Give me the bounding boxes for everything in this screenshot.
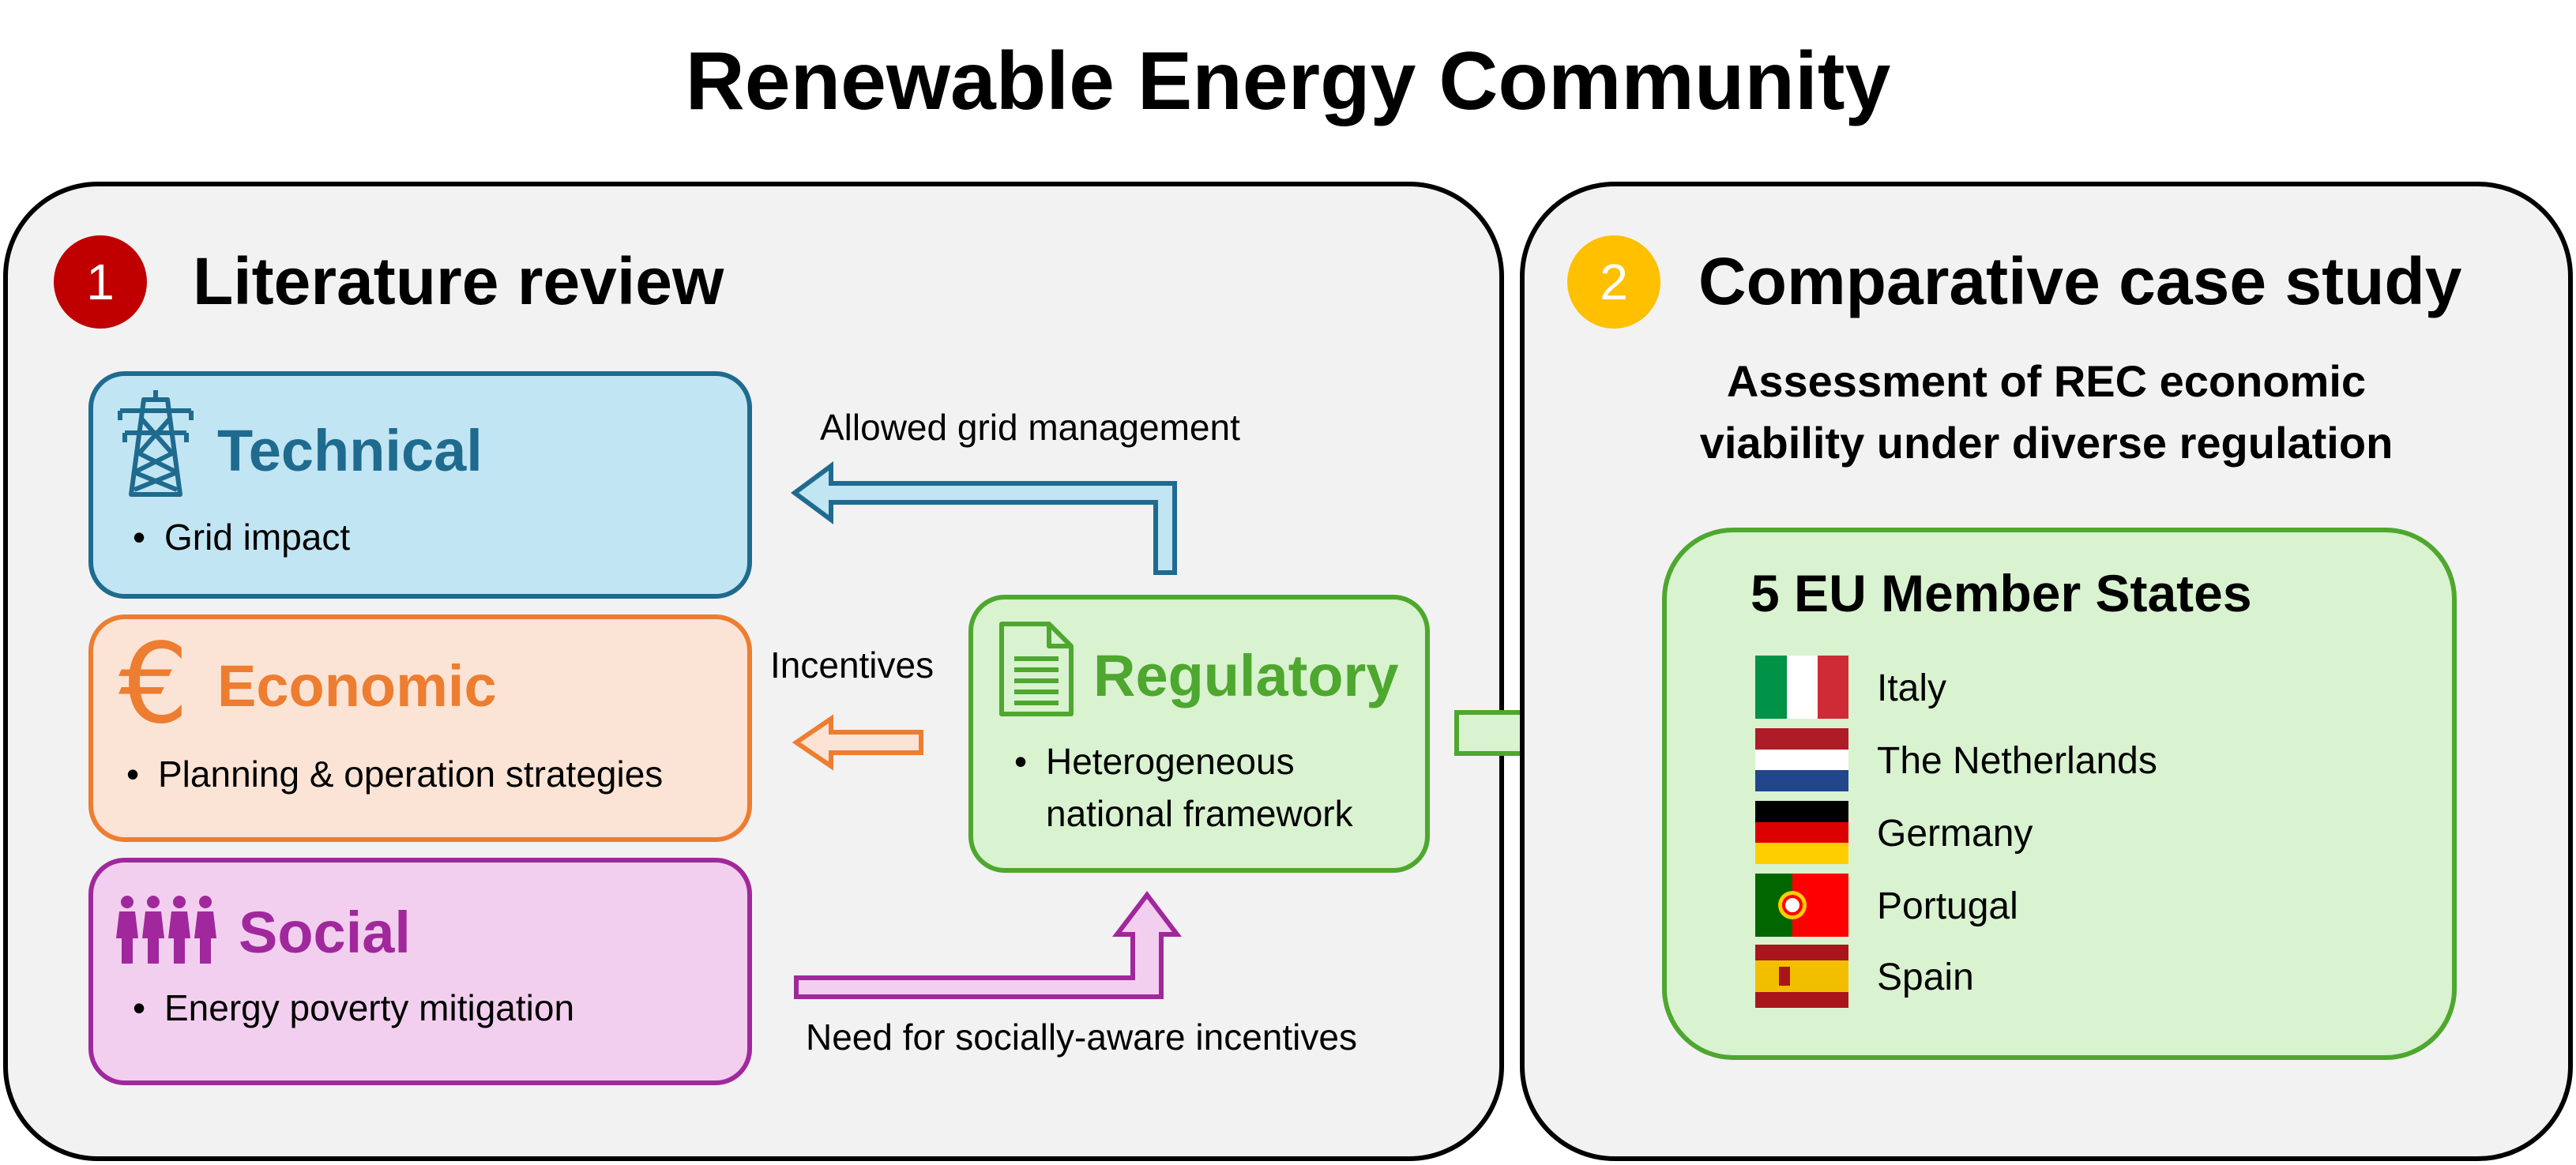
- label-socially-aware-incentives: Need for socially-aware incentives: [806, 1017, 1357, 1058]
- bullet-dot: •: [133, 987, 146, 1028]
- portugal-flag-icon: [1755, 874, 1848, 937]
- euro-icon: €: [118, 620, 190, 749]
- label-incentives: Incentives: [770, 645, 935, 686]
- social-bullet: • Energy poverty mitigation: [133, 983, 574, 1033]
- country-italy: Italy: [1877, 667, 1947, 709]
- assessment-subtitle-line2: viability under diverse regulation: [1699, 418, 2394, 468]
- bullet-dot: •: [133, 517, 146, 558]
- technical-title: Technical: [217, 418, 483, 483]
- social-bullet-text: Energy poverty mitigation: [164, 987, 575, 1028]
- country-netherlands: The Netherlands: [1877, 740, 2157, 782]
- italy-flag-icon: [1755, 656, 1848, 719]
- technical-bullet: • Grid impact: [133, 512, 350, 562]
- assessment-subtitle-line1: Assessment of REC economic: [1726, 356, 2367, 406]
- economic-bullet-text: Planning & operation strategies: [158, 753, 664, 795]
- regulatory-title: Regulatory: [1093, 643, 1399, 708]
- economic-title: Economic: [217, 653, 497, 719]
- label-allowed-grid-management: Allowed grid management: [820, 407, 1240, 448]
- people-group-icon: [116, 896, 216, 964]
- comparative-case-study-title: Comparative case study: [1698, 244, 2462, 318]
- spain-flag-icon: [1755, 945, 1848, 1008]
- technical-bullet-text: Grid impact: [164, 517, 351, 558]
- document-icon: [999, 622, 1074, 716]
- country-germany: Germany: [1877, 813, 2033, 855]
- step-1-badge: 1: [54, 235, 147, 329]
- regulatory-bullet: • Heterogeneous: [1014, 736, 1295, 787]
- regulatory-bullet-line1: Heterogeneous: [1046, 741, 1295, 782]
- social-title: Social: [239, 900, 411, 965]
- country-portugal: Portugal: [1877, 885, 2018, 927]
- step-2-badge: 2: [1567, 235, 1660, 329]
- literature-review-title: Literature review: [193, 244, 724, 318]
- regulatory-bullet-continuation: national framework: [1046, 793, 1353, 834]
- regulatory-box: [968, 595, 1430, 873]
- germany-flag-icon: [1755, 801, 1848, 864]
- transmission-tower-icon: [118, 390, 194, 497]
- technical-box: [88, 371, 752, 599]
- netherlands-flag-icon: [1755, 728, 1848, 791]
- bullet-dot: •: [126, 753, 140, 795]
- diagram-title: Renewable Energy Community: [685, 36, 1891, 127]
- social-box: [88, 858, 752, 1085]
- country-spain: Spain: [1877, 956, 1974, 998]
- economic-bullet: • Planning & operation strategies: [126, 749, 663, 799]
- bullet-dot: •: [1014, 741, 1028, 782]
- economic-box: [88, 614, 752, 842]
- member-states-title: 5 EU Member States: [1751, 564, 2252, 622]
